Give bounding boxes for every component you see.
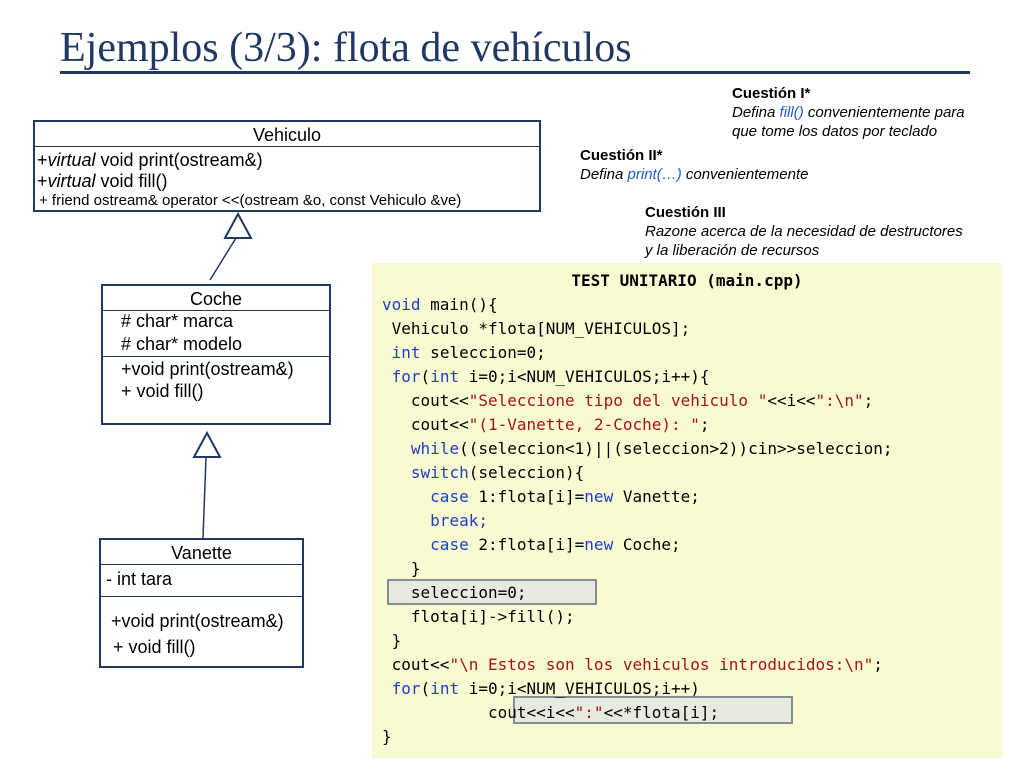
code-line: cout<<"(1-Vanette, 2-Coche): "; <box>382 415 710 434</box>
uml-class-name: Vehiculo <box>252 125 322 145</box>
code-line: for(int i=0;i<NUM_VEHICULOS;i++){ <box>391 367 710 386</box>
code-line: switch(seleccion){ <box>410 463 585 482</box>
uml-attribute: - int tara <box>106 569 173 589</box>
uml-method: +virtual void print(ostream&) <box>37 150 263 170</box>
code-line: cout<<i<<":"<<*flota[i]; <box>382 703 720 722</box>
code-line: int seleccion=0; <box>391 343 546 362</box>
question-3-body-2: y la liberación de recursos <box>645 242 820 259</box>
inheritance-triangle-icon <box>223 211 253 239</box>
question-2-body: Defina print(…) convenientemente <box>580 166 809 183</box>
code-line: case 1:flota[i]=new Vanette; <box>430 487 700 506</box>
code-line: } <box>382 631 402 650</box>
uml-separator <box>35 146 539 147</box>
uml-separator <box>101 564 302 565</box>
code-line: break; <box>430 511 488 530</box>
uml-method: +virtual void fill() <box>37 171 168 191</box>
question-1-head: Cuestión I* <box>732 85 811 102</box>
uml-method: +void print(ostream&) <box>121 359 294 379</box>
uml-method: +void print(ostream&) <box>111 611 284 631</box>
question-3-head: Cuestión III <box>645 204 726 221</box>
uml-separator <box>101 596 302 597</box>
uml-class-vehiculo: Vehiculo +virtual void print(ostream&) +… <box>33 120 541 212</box>
uml-class-name: Vanette <box>171 543 232 563</box>
code-line: seleccion=0; <box>382 583 527 602</box>
uml-class-coche: Coche # char* marca # char* modelo +void… <box>101 284 331 425</box>
code-line: cout<<"\n Estos son los vehiculos introd… <box>382 655 883 674</box>
uml-class-vanette: Vanette - int tara +void print(ostream&)… <box>99 538 304 668</box>
code-line: cout<<"Seleccione tipo del vehiculo "<<i… <box>382 391 874 410</box>
question-2-head: Cuestión II* <box>580 147 663 164</box>
code-line: while((seleccion<1)||(seleccion>2))cin>>… <box>410 439 893 458</box>
question-1-body: Defina fill() convenientemente para <box>732 104 965 121</box>
uml-method: + friend ostream& operator <<(ostream &o… <box>39 192 462 209</box>
code-line: void main(){ <box>382 295 498 314</box>
uml-method: + void fill() <box>121 381 204 401</box>
question-3: Cuestión III Razone acerca de la necesid… <box>645 203 963 260</box>
code-line: flota[i]->fill(); <box>382 607 575 626</box>
inheritance-line-vanette <box>202 456 207 539</box>
question-3-body-1: Razone acerca de la necesidad de destruc… <box>645 223 963 240</box>
slide-title: Ejemplos (3/3): flota de vehículos <box>60 25 632 71</box>
uml-attribute: # char* modelo <box>121 334 243 354</box>
inheritance-line-coche <box>209 237 237 281</box>
code-line: } <box>382 559 421 578</box>
uml-separator <box>103 310 329 311</box>
uml-method: + void fill() <box>113 637 196 657</box>
highlight-box <box>387 579 597 605</box>
title-underline <box>60 71 970 74</box>
question-2: Cuestión II* Defina print(…) conveniente… <box>580 146 808 184</box>
code-panel: TEST UNITARIO (main.cpp) void main(){ Ve… <box>372 263 1002 758</box>
code-line: case 2:flota[i]=new Coche; <box>430 535 681 554</box>
question-1-body-2: que tome los datos por teclado <box>732 123 938 140</box>
code-line: } <box>382 727 392 746</box>
uml-separator <box>103 356 329 357</box>
code-line: Vehiculo *flota[NUM_VEHICULOS]; <box>382 319 691 338</box>
code-line: for(int i=0;i<NUM_VEHICULOS;i++) <box>391 679 700 698</box>
uml-attribute: # char* marca <box>121 311 234 331</box>
inheritance-triangle-icon <box>192 430 222 458</box>
question-1: Cuestión I* Defina fill() convenientemen… <box>732 84 965 141</box>
code-title: TEST UNITARIO (main.cpp) <box>571 271 803 290</box>
highlight-box <box>513 696 793 724</box>
uml-class-name: Coche <box>189 289 243 309</box>
